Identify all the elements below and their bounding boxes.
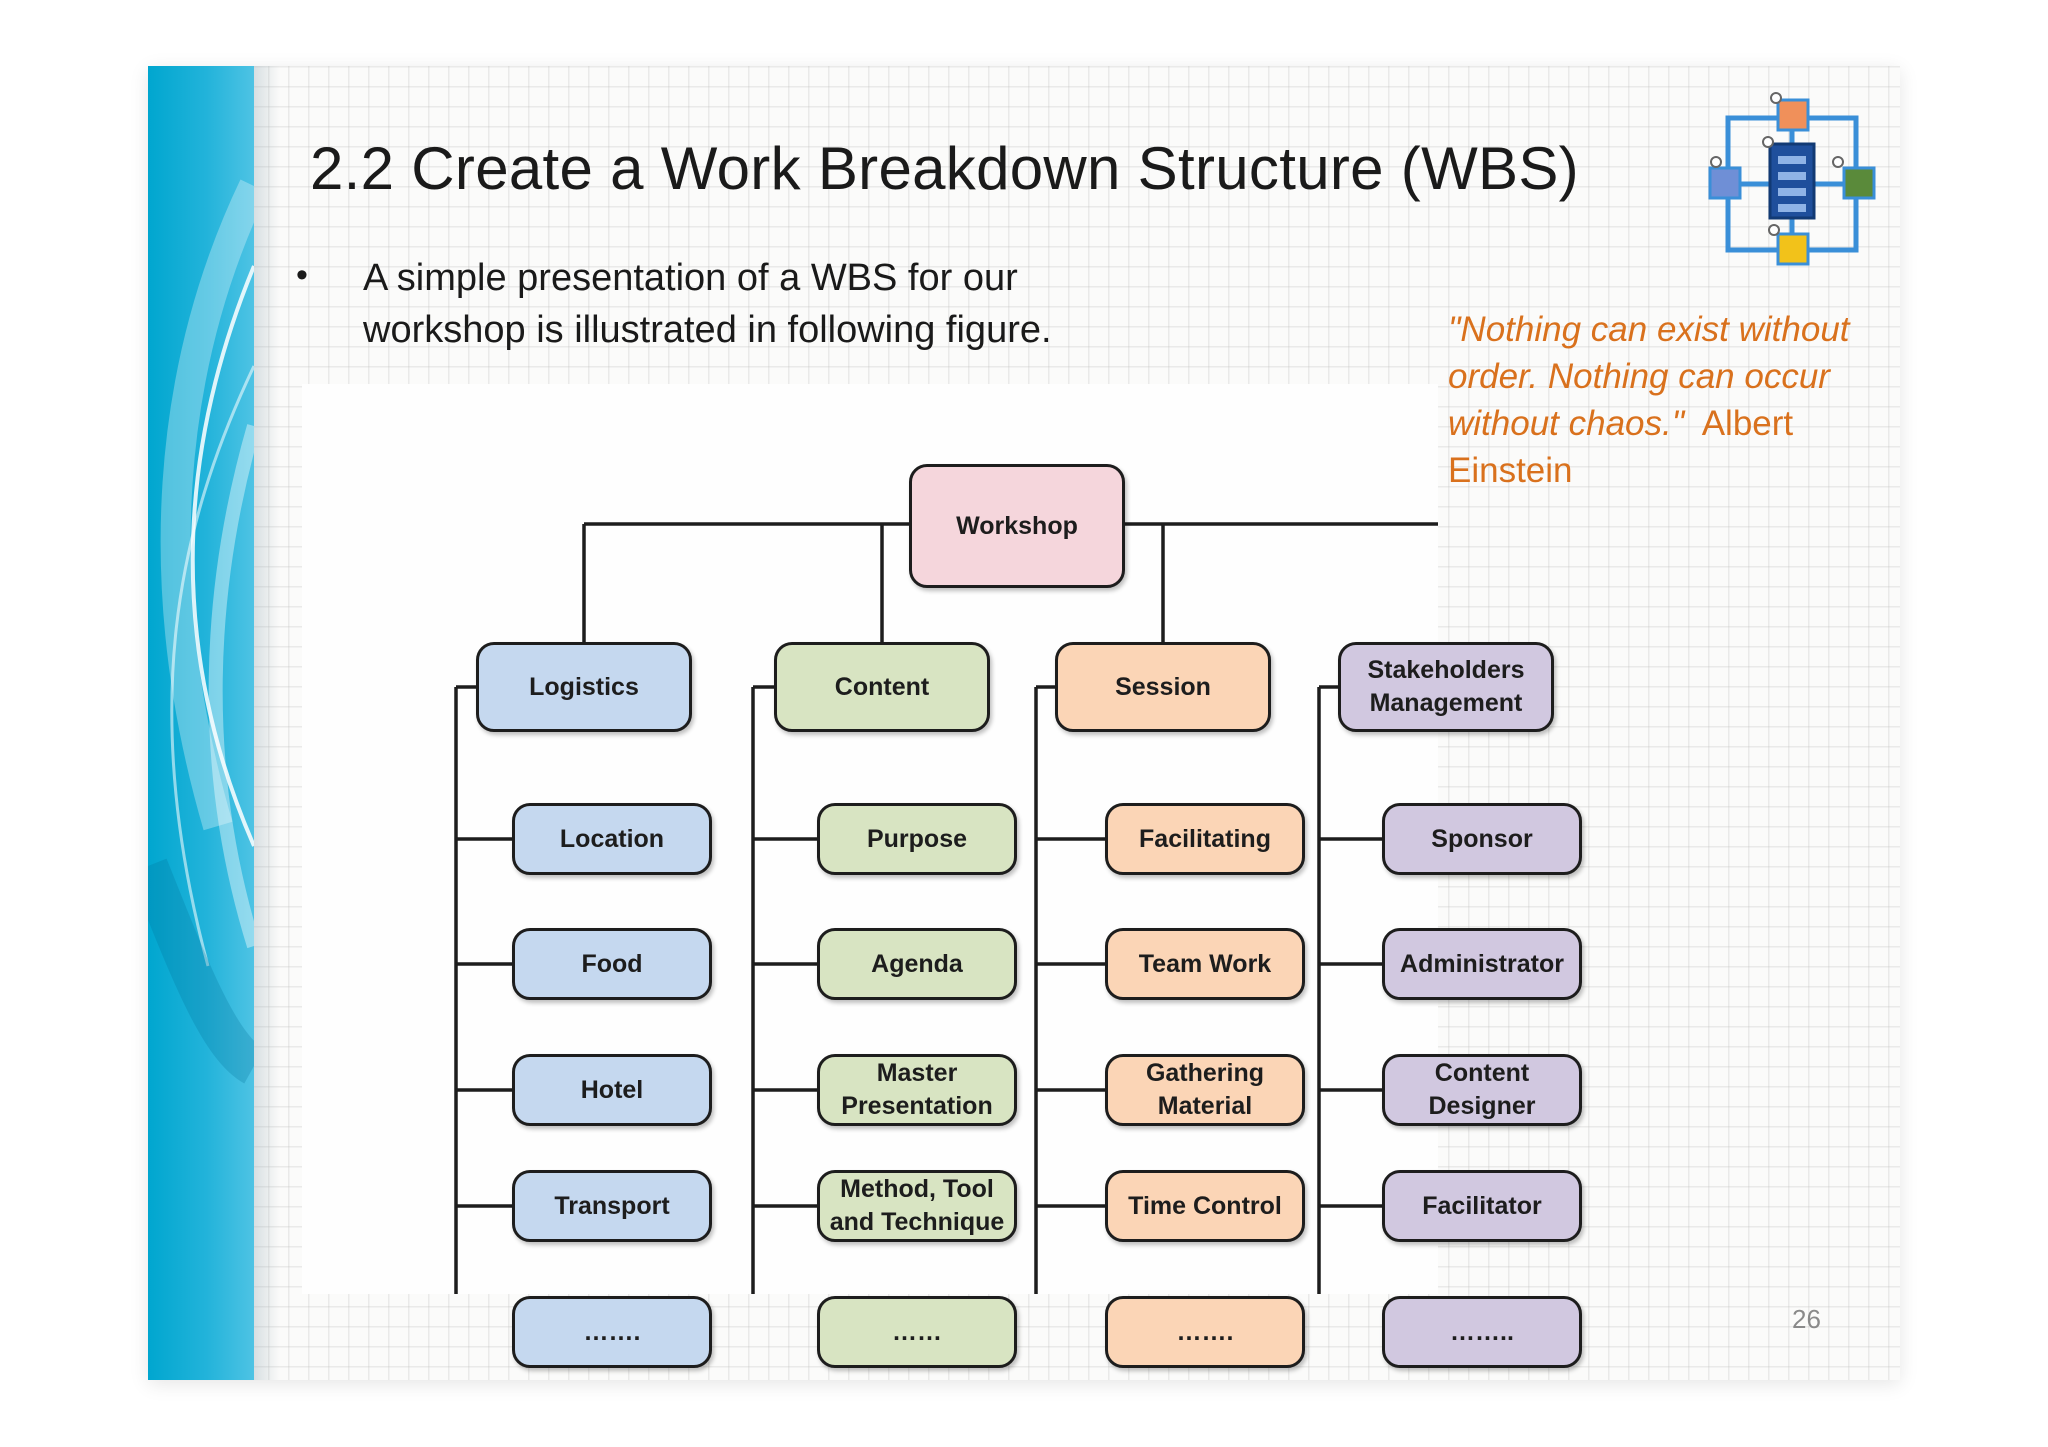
wbs-connectors xyxy=(454,522,1438,1294)
wbs-branch-stakeholders: Stakeholders Management xyxy=(1338,642,1554,732)
wbs-item: Sponsor xyxy=(1382,803,1582,875)
wbs-item: Gathering Material xyxy=(1105,1054,1305,1126)
wbs-item: Time Control xyxy=(1105,1170,1305,1242)
einstein-quote: "Nothing can exist without order. Nothin… xyxy=(1448,306,1868,494)
wbs-item: Facilitator xyxy=(1382,1170,1582,1242)
wbs-item: Purpose xyxy=(817,803,1017,875)
wbs-branch-session: Session xyxy=(1055,642,1271,732)
wbs-item: Content Designer xyxy=(1382,1054,1582,1126)
bullet-marker: • xyxy=(296,256,308,294)
side-band-shadow xyxy=(254,66,280,1380)
quote-author: Albert Einstein xyxy=(1448,404,1794,490)
wbs-item: …….. xyxy=(1382,1296,1582,1368)
wbs-root-node: Workshop xyxy=(909,464,1125,588)
page-number: 26 xyxy=(1792,1304,1821,1334)
wbs-item: Master Presentation xyxy=(817,1054,1017,1126)
wbs-branch-content: Content xyxy=(774,642,990,732)
bullet-text: A simple presentation of a WBS for our w… xyxy=(363,257,1052,351)
quote-text: "Nothing can exist without order. Nothin… xyxy=(1448,310,1850,443)
slide-title: 2.2 Create a Work Breakdown Structure (W… xyxy=(310,135,1579,202)
wbs-branch-logistics: Logistics xyxy=(476,642,692,732)
wbs-item: ……. xyxy=(1105,1296,1305,1368)
wbs-item: Agenda xyxy=(817,928,1017,1000)
wbs-item: Administrator xyxy=(1382,928,1582,1000)
wbs-item: Food xyxy=(512,928,712,1000)
wbs-logo-icon xyxy=(1702,84,1882,279)
wbs-item: …… xyxy=(817,1296,1017,1368)
wbs-item: Hotel xyxy=(512,1054,712,1126)
wbs-item: Method, Tool and Technique xyxy=(817,1170,1017,1242)
decorative-side-band xyxy=(148,66,254,1380)
wbs-item: Team Work xyxy=(1105,928,1305,1000)
wbs-item: Facilitating xyxy=(1105,803,1305,875)
wbs-item: Location xyxy=(512,803,712,875)
slide: 2.2 Create a Work Breakdown Structure (W… xyxy=(148,66,1900,1380)
wbs-item: ……. xyxy=(512,1296,712,1368)
wbs-item: Transport xyxy=(512,1170,712,1242)
